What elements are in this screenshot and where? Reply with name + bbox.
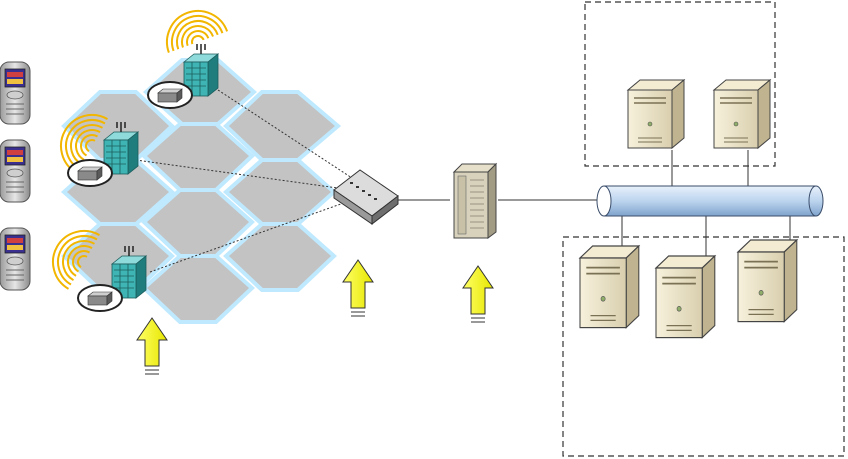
cell-grid	[64, 60, 338, 322]
wireless-device-icon	[68, 160, 112, 186]
up-arrow-icon	[137, 318, 167, 374]
server-icon	[628, 80, 684, 148]
server-icon	[714, 80, 770, 148]
wireless-device-icon	[148, 82, 192, 108]
signal-waves-icon	[158, 2, 227, 52]
network-switch-icon	[334, 170, 398, 224]
server-icon	[738, 240, 797, 322]
mobile-phone-icon	[0, 62, 30, 124]
up-arrow-icon	[343, 260, 373, 316]
mobile-phone-icon	[0, 228, 30, 290]
server-icon	[656, 256, 715, 338]
server-icon	[580, 246, 639, 328]
rack-server-icon	[454, 164, 496, 238]
network-bus-icon	[597, 186, 823, 216]
wireless-device-icon	[78, 285, 122, 311]
mobile-phone-icon	[0, 140, 30, 202]
up-arrow-icon	[463, 266, 493, 322]
